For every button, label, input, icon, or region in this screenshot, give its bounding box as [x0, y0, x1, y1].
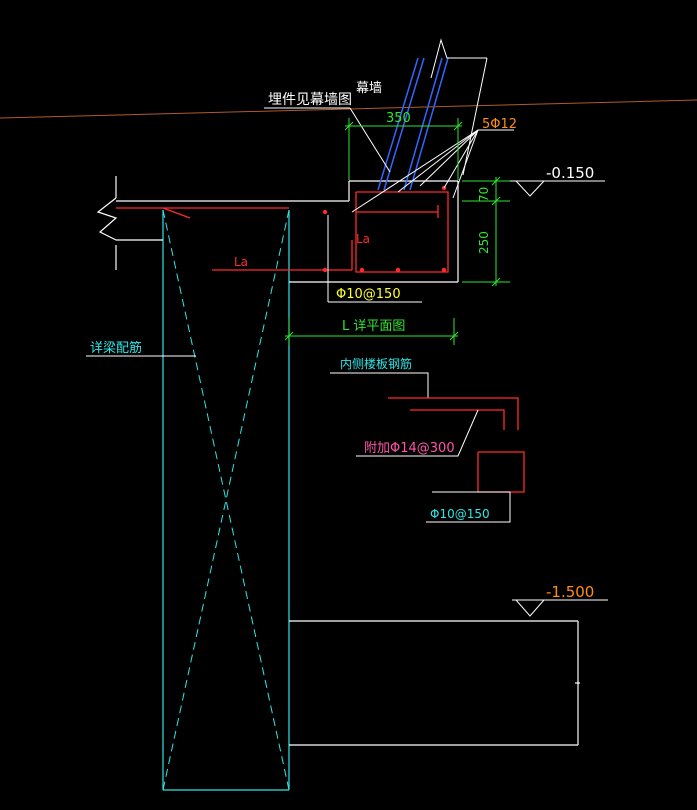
dim-350-label: 350: [386, 111, 411, 126]
dim-250-label: 250: [477, 231, 491, 254]
l-plan-label: L 详平面图: [342, 319, 405, 334]
curtain-wall-label: 幕墙: [356, 81, 382, 96]
dim-70-label: 70: [477, 187, 491, 202]
elevation-marker-bottom: [512, 599, 608, 617]
inner-slab-rebar-label: 内侧楼板钢筋: [340, 356, 412, 371]
curtain-wall-lines: [377, 57, 449, 191]
dimension-lines: [284, 118, 510, 345]
curtain-wall-outline: [430, 38, 488, 176]
embedded-parts-label: 埋件见幕墙图: [268, 92, 352, 108]
la-left-label: La: [234, 255, 248, 269]
column-outline: [162, 210, 290, 791]
column-diagonal-lines: [162, 209, 290, 791]
leader-lines: [264, 107, 514, 213]
la-right-label: La: [356, 232, 370, 246]
slab-rebar-detail: [330, 372, 525, 523]
elevation-marker-top: [510, 180, 605, 197]
additional-rebar-label: 附加Φ14@300: [364, 441, 455, 456]
elevation-top-label: -0.150: [546, 164, 594, 182]
slab-outline: [96, 176, 580, 746]
rebar-dots: [322, 185, 447, 273]
beam-rebar-label: 详梁配筋: [90, 340, 142, 356]
stirrup-label: Φ10@150: [336, 287, 401, 302]
rebar-5phi12-label: 5Φ12: [482, 117, 517, 132]
reference-line: [0, 99, 697, 119]
elevation-bottom-label: -1.500: [546, 583, 594, 601]
rebar: [116, 191, 449, 273]
stirrup-lower-label: Φ10@150: [430, 507, 490, 521]
